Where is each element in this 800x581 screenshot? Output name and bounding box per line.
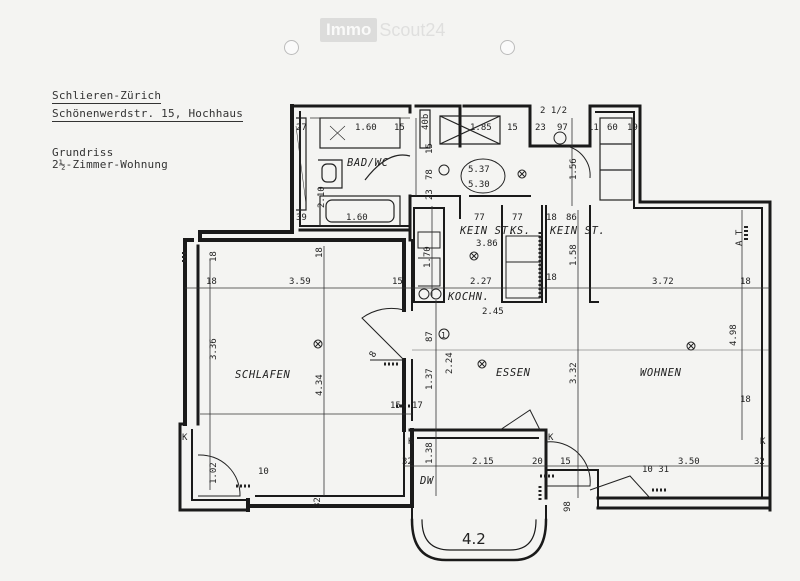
room-label-dw: DW [419, 475, 435, 487]
room-label-bad-wc: BAD/WC [347, 157, 389, 169]
dim-19: 19 [627, 123, 638, 133]
dim-11: 11 [588, 123, 599, 133]
dim-39: 39 [296, 213, 307, 223]
dim-32-b: 32 [754, 457, 765, 467]
dim-3-36: 3.36 [209, 338, 219, 360]
doors [197, 145, 651, 499]
dim-15-c: 15 [425, 143, 435, 154]
dim-18-line: 18 [206, 277, 217, 287]
dim-10: 10 [258, 467, 269, 477]
dim-1-70: 1.70 [423, 246, 433, 268]
dim-3-50: 3.50 [678, 457, 700, 467]
dim-10-31: 10 31 [642, 465, 669, 475]
dim-78: 78 [425, 169, 435, 180]
dim-2-15: 2.15 [472, 457, 494, 467]
dim-23-v: 23 [425, 189, 435, 200]
header-apartment-type: 2½-Zimmer-Wohnung [52, 158, 168, 171]
dim-5-30: 5.30 [468, 180, 490, 190]
room-label-kein-st-2: KEIN ST. [549, 225, 605, 237]
immoscout-watermark: Immo Scout24 [320, 18, 445, 42]
header-location: Schlieren-Zürich [52, 89, 162, 104]
dim-1-37: 1.37 [425, 368, 435, 390]
dim-3-72: 3.72 [652, 277, 674, 287]
balcony-label: 4.2 [462, 530, 486, 548]
dim-3-59: 3.59 [289, 277, 311, 287]
dim-2-45: 2.45 [482, 307, 504, 317]
symbols [182, 131, 748, 500]
dim-15-b: 15 [507, 123, 518, 133]
at-marker: A T [735, 229, 745, 246]
dim-18-a: 18 [546, 213, 557, 223]
dim-87: 87 [425, 331, 435, 342]
dim-18-c: 18 [740, 277, 751, 287]
dim-1-38: 1.38 [425, 442, 435, 464]
dim-2-24: 2.24 [445, 352, 455, 374]
dim-5-37: 5.37 [468, 165, 490, 175]
marker-1: 1 [441, 331, 446, 340]
dim-18-b: 18 [546, 273, 557, 283]
wall-k-left: K [182, 433, 188, 443]
wall-k-mid: K [408, 437, 414, 447]
dim-15-f: 15 [560, 457, 571, 467]
room-label-ks: KS. [509, 225, 531, 237]
bathroom-fixtures [295, 109, 633, 227]
punch-hole-left [284, 40, 299, 55]
dim-97: 97 [557, 123, 568, 133]
dim-1-02: 1.02 [209, 462, 219, 484]
dim-32-c: 32 [313, 497, 323, 508]
dim-18-d: 18 [740, 395, 751, 405]
dim-40b: 40b [421, 114, 431, 130]
dim-4-34: 4.34 [315, 374, 325, 396]
dim-2-1-2: 2 1/2 [540, 106, 567, 116]
room-label-kein-st-1: KEIN ST. [459, 225, 515, 237]
dim-18-left: 18 [209, 251, 219, 262]
dim-4-98: 4.98 [729, 324, 739, 346]
dim-23: 23 [535, 123, 546, 133]
dim-77-b: 77 [512, 213, 523, 223]
dim-60: 60 [607, 123, 618, 133]
room-label-wohnen: WOHNEN [640, 367, 682, 379]
punch-hole-right [500, 40, 515, 55]
dim-1-58: 1.58 [569, 244, 579, 266]
dim-18-top: 18 [315, 247, 325, 258]
dim-1-56: 1.56 [569, 158, 579, 180]
dim-15-a: 15 [394, 123, 405, 133]
wall-k-far: K [760, 437, 766, 447]
dim-77-a: 77 [474, 213, 485, 223]
outer-walls [178, 104, 772, 562]
dim-27: 27 [296, 123, 307, 133]
dim-17: 17 [412, 401, 423, 411]
dim-3-86: 3.86 [476, 239, 498, 249]
dim-15-d: 15 [392, 277, 403, 287]
dim-2-10: 2.10 [317, 186, 327, 208]
dim-1-60-top: 1.60 [355, 123, 377, 133]
kitchen-fixtures [417, 231, 542, 300]
dim-1-60-bot: 1.60 [346, 213, 368, 223]
dim-15-e: 15 [390, 401, 401, 411]
dimension-lines [185, 117, 770, 498]
dim-20: 20 [532, 457, 543, 467]
room-label-schlafen: SCHLAFEN [235, 369, 290, 381]
watermark-logo-text: Scout24 [379, 19, 446, 40]
dim-32-a: 32 [402, 457, 413, 467]
header-address: Schönenwerdstr. 15, Hochhaus [52, 107, 244, 122]
header-doc-type: Grundriss [52, 146, 114, 159]
wall-k-right: K [548, 433, 554, 443]
dim-86: 86 [566, 213, 577, 223]
room-label-essen: ESSEN [496, 367, 531, 379]
dim-98: 98 [563, 501, 573, 512]
dim-8: 8 [368, 350, 379, 360]
room-label-kochn: KOCHN. [447, 291, 490, 303]
dim-2-27: 2.27 [470, 277, 492, 287]
dim-3-32: 3.32 [569, 362, 579, 384]
dim-1-85: 1.85 [470, 123, 492, 133]
watermark-logo-box: Immo [320, 18, 378, 42]
